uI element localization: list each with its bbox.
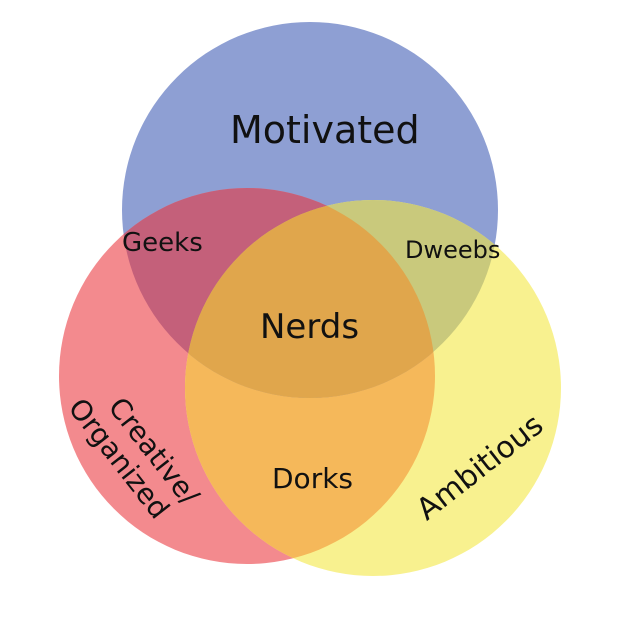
label-motivated: Motivated — [230, 108, 420, 152]
label-dweebs: Dweebs — [405, 236, 501, 264]
label-dorks: Dorks — [272, 462, 354, 495]
label-nerds: Nerds — [260, 307, 360, 347]
label-geeks: Geeks — [122, 228, 203, 258]
